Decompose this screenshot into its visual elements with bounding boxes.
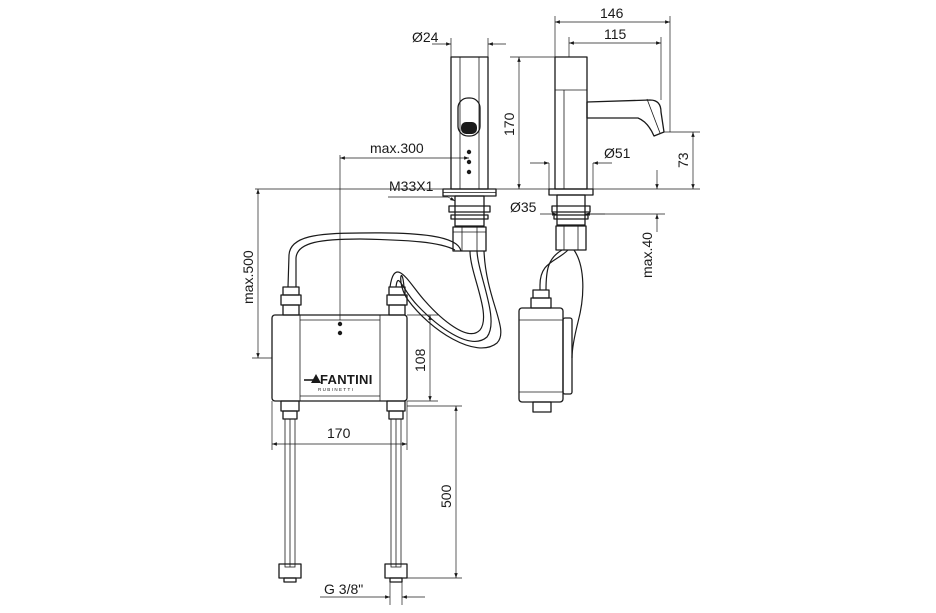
dim-hose-length: 500 [407, 405, 462, 579]
svg-text:M33X1: M33X1 [389, 178, 434, 194]
svg-text:Ø24: Ø24 [412, 29, 439, 45]
dim-max-box-depth: max.500 [240, 189, 272, 359]
svg-text:73: 73 [675, 152, 691, 168]
control-box-side [518, 307, 573, 413]
svg-text:146: 146 [600, 5, 624, 21]
svg-text:108: 108 [412, 348, 428, 372]
dim-box-height: 108 [407, 314, 438, 402]
dim-spout-projection: 115 [568, 26, 662, 100]
brand-logo: FANTINI RUBINETTI [304, 372, 373, 392]
svg-text:Ø35: Ø35 [510, 199, 537, 215]
dim-box-width: 170 [271, 401, 408, 450]
dim-tap-height: 170 [501, 56, 555, 189]
svg-text:170: 170 [501, 112, 517, 136]
dim-outlet-height: 73 [664, 131, 700, 189]
dim-inlet-connection: G 3/8" [320, 581, 425, 605]
svg-text:max.40: max.40 [639, 232, 655, 278]
svg-text:RUBINETTI: RUBINETTI [318, 387, 354, 392]
box-top-fittings [280, 286, 408, 316]
dim-spout-diameter: Ø24 [412, 29, 506, 57]
svg-text:G 3/8": G 3/8" [324, 581, 363, 597]
svg-text:115: 115 [604, 26, 627, 42]
side-hoses [530, 249, 584, 359]
control-box-front: FANTINI RUBINETTI [271, 314, 408, 402]
svg-text:max.500: max.500 [240, 250, 256, 304]
supply-hoses [278, 418, 408, 583]
svg-text:500: 500 [438, 484, 454, 508]
dim-thread: M33X1 [388, 178, 456, 202]
svg-text:Ø51: Ø51 [604, 145, 631, 161]
dim-max-cable: max.300 [339, 140, 469, 320]
dim-base-diameter: Ø51 [530, 145, 631, 189]
dim-overall-projection: 146 [554, 5, 671, 132]
svg-text:max.300: max.300 [370, 140, 424, 156]
front-hoses [287, 232, 502, 349]
front-view-tap [442, 56, 497, 252]
svg-text:FANTINI: FANTINI [320, 372, 373, 387]
box-bottom-fittings [280, 400, 406, 420]
svg-text:170: 170 [327, 425, 351, 441]
dim-max-deck: max.40 [639, 170, 659, 278]
dim-shank-diameter: Ø35 [510, 199, 665, 216]
